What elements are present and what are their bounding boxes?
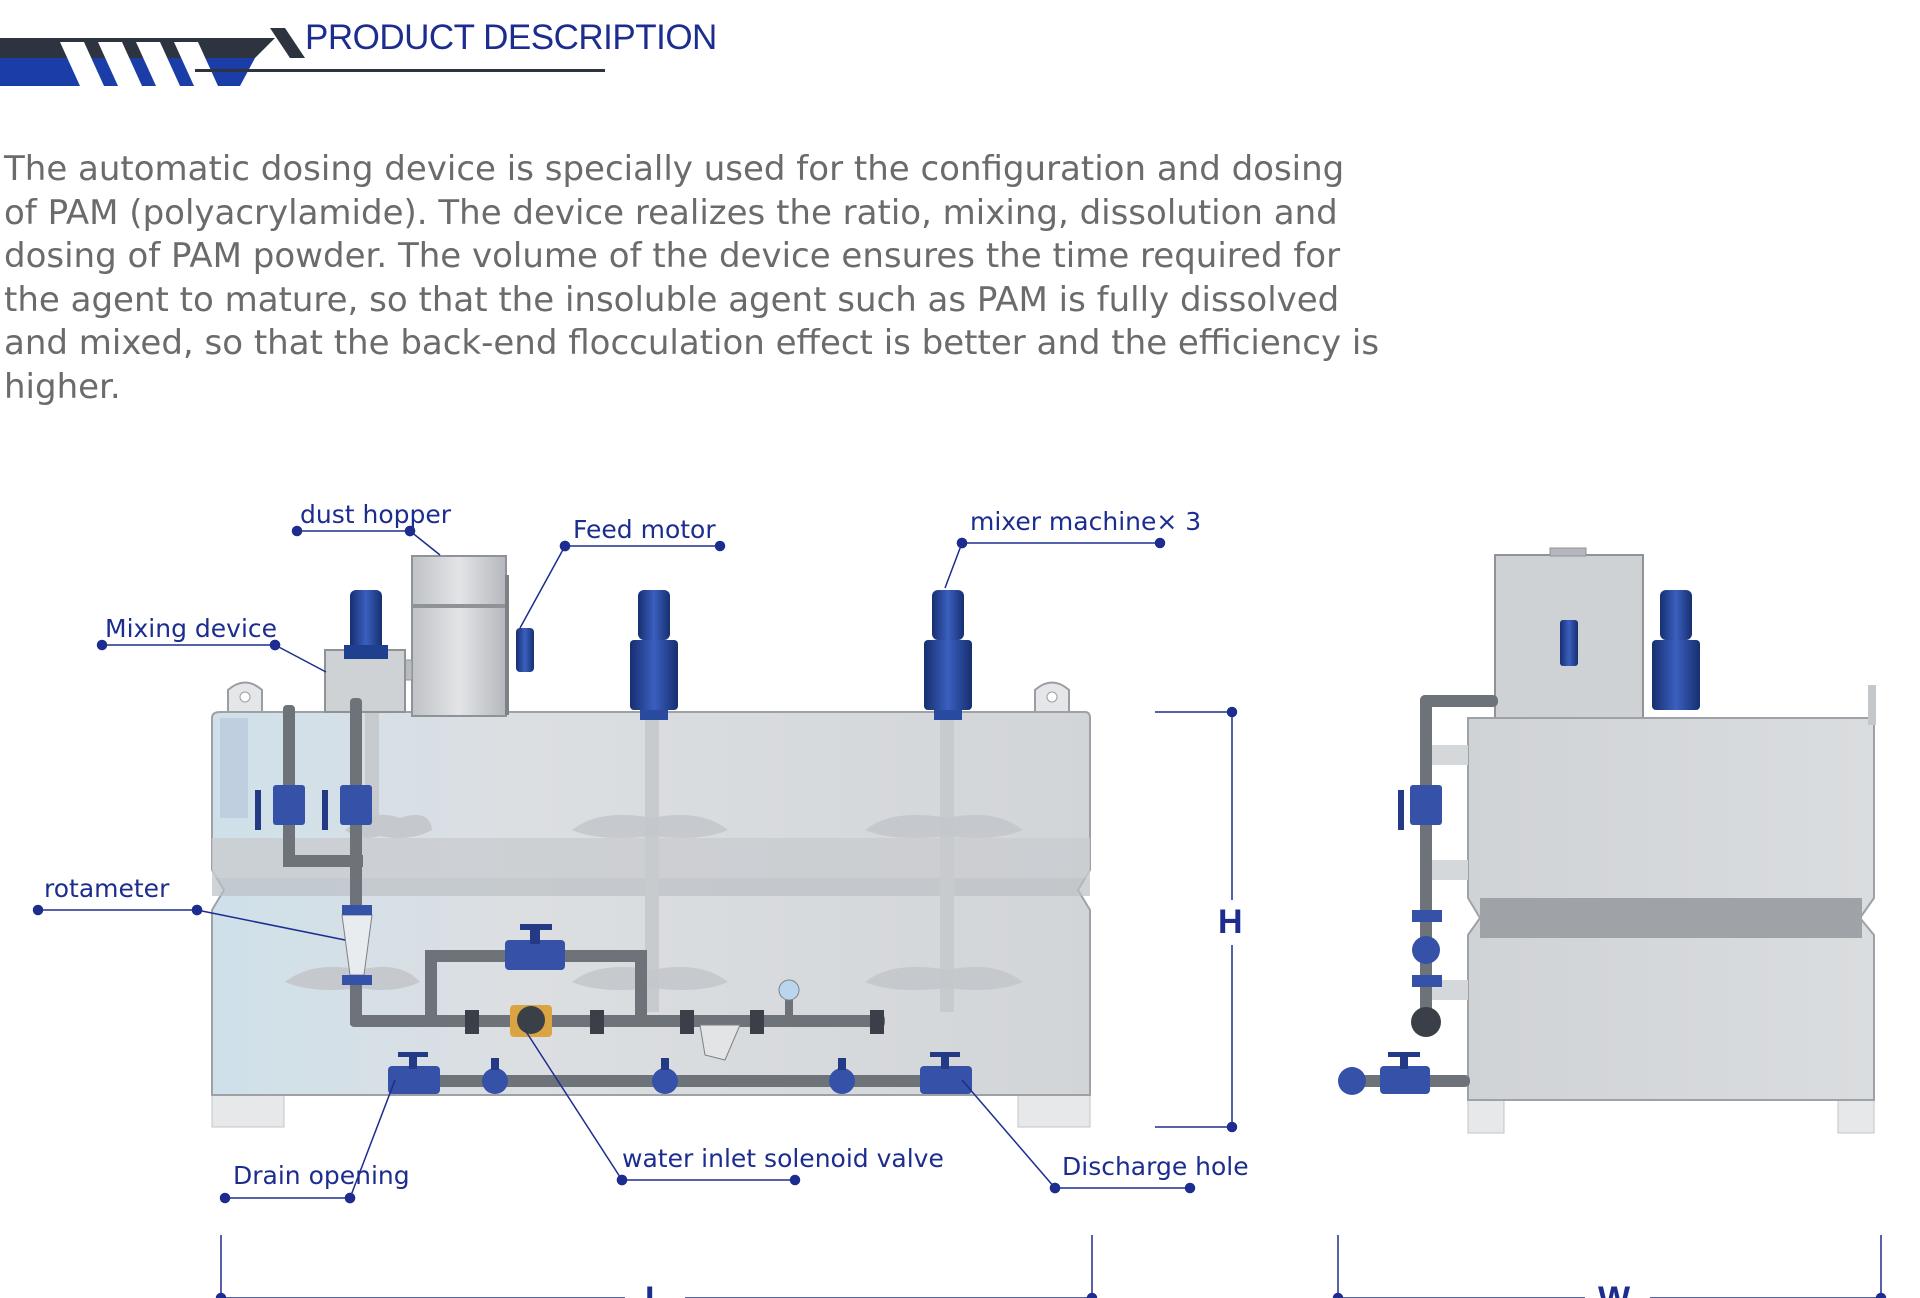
label-drain-opening: Drain opening (233, 1161, 410, 1190)
label-dust-hopper: dust hopper (300, 500, 452, 529)
feed-motor (516, 628, 534, 672)
mixer-motor-1 (344, 590, 388, 659)
front-view (211, 555, 1091, 1128)
mixer-motor-2 (630, 590, 678, 720)
tank-foot-right (1017, 1094, 1091, 1128)
mixer-motor-3 (924, 590, 972, 720)
side-view (1338, 547, 1876, 1134)
label-water-inlet: water inlet solenoid valve (622, 1144, 944, 1173)
dimension-height: H (1218, 903, 1243, 941)
dimension-width: W (1598, 1280, 1631, 1298)
mixing-device (324, 649, 406, 713)
callout-leaders (32, 525, 1196, 1204)
header-stripe-graphic (0, 28, 605, 86)
label-mixing-device: Mixing device (105, 614, 277, 643)
dust-hopper (411, 555, 507, 717)
dimension-lines (215, 706, 1887, 1298)
product-description: The automatic dosing device is specially… (4, 149, 1380, 407)
label-discharge-hole: Discharge hole (1062, 1152, 1249, 1181)
dimension-length: L (645, 1280, 666, 1298)
label-rotameter: rotameter (44, 874, 170, 903)
label-mixer-machine: mixer machine× 3 (970, 507, 1201, 536)
section-header: PRODUCT DESCRIPTION (0, 0, 1920, 100)
tank-foot-left (211, 1094, 285, 1128)
label-feed-motor: Feed motor (573, 515, 716, 544)
page-title: PRODUCT DESCRIPTION (305, 18, 717, 57)
